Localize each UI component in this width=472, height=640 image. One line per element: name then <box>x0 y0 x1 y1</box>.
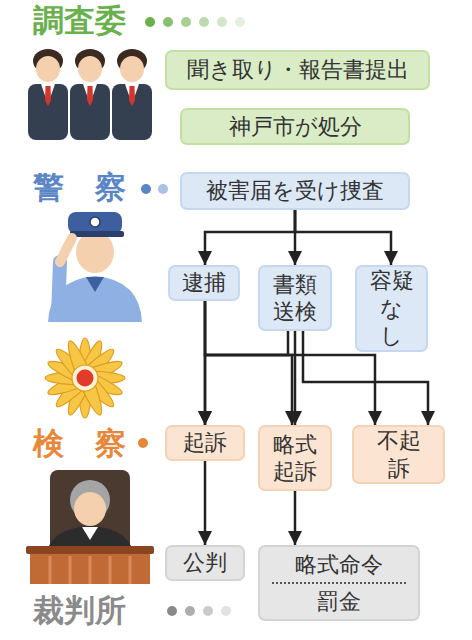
bench <box>30 552 150 584</box>
section-label: 調査委 <box>33 3 126 37</box>
bench-stripe <box>69 556 72 584</box>
arm <box>58 262 60 315</box>
flow-arrow <box>295 210 391 265</box>
suit <box>112 84 152 140</box>
emblem-center <box>77 370 94 387</box>
tie <box>45 86 51 106</box>
box-text: 不起訴 <box>366 427 431 482</box>
dot <box>167 606 177 616</box>
police-officer <box>48 212 142 322</box>
dot <box>138 438 148 448</box>
suit <box>28 84 68 140</box>
dot <box>163 17 173 27</box>
dot <box>145 17 155 27</box>
dot <box>235 17 245 27</box>
box-text: 容疑なし <box>369 267 414 350</box>
process-box: 略式起訴 <box>258 425 332 491</box>
judge <box>26 470 154 584</box>
box-text: 起訴 <box>183 429 227 457</box>
tie <box>129 86 135 106</box>
tie <box>87 86 93 106</box>
face <box>76 231 114 273</box>
emblem-ring <box>72 365 98 391</box>
prosecution-emblem <box>45 338 125 418</box>
dot <box>185 606 195 616</box>
process-box: 神戸市が処分 <box>180 108 410 145</box>
dot <box>199 17 209 27</box>
bench-stripe <box>129 556 132 584</box>
hand <box>60 238 72 262</box>
dot <box>203 606 213 616</box>
section-label: 検 察 <box>33 426 126 460</box>
dot <box>158 184 168 194</box>
process-box: 逮捕 <box>168 265 240 301</box>
flow-arrow <box>205 210 295 265</box>
process-box: 不起訴 <box>352 425 445 484</box>
face <box>74 492 106 526</box>
collar <box>82 527 98 540</box>
process-box: 書類送検 <box>258 265 332 331</box>
petal <box>63 338 107 417</box>
bench-stripe <box>49 556 52 584</box>
flow-arrow <box>205 331 288 425</box>
face <box>120 56 144 82</box>
process-box: 被害届を受け捜査 <box>180 172 410 210</box>
committee-members <box>28 49 152 140</box>
collar <box>86 277 104 292</box>
box-text: 聞き取り・報告書提出 <box>187 56 409 84</box>
flow-arrow <box>294 331 297 425</box>
section-dots <box>138 17 245 616</box>
face <box>78 56 102 82</box>
flow-arrow <box>204 461 207 545</box>
box-text: 略式起訴 <box>272 431 318 486</box>
section-label: 警 察 <box>33 170 126 204</box>
box-text: 被害届を受け捜査 <box>206 177 384 205</box>
cap-visor <box>70 231 124 237</box>
box-text: 神戸市が処分 <box>229 113 362 141</box>
dot <box>217 17 227 27</box>
dot <box>181 17 191 27</box>
process-box: 聞き取り・報告書提出 <box>165 50 430 90</box>
petal <box>52 345 118 411</box>
box-text: 公判 <box>183 549 227 577</box>
dot <box>221 606 231 616</box>
cap <box>68 212 122 234</box>
process-box: 略式命令罰金 <box>258 545 420 621</box>
process-box: 公判 <box>165 545 245 581</box>
bench-stripe <box>89 556 92 584</box>
box-text: 逮捕 <box>182 269 226 297</box>
bench-top <box>26 546 154 554</box>
bench-stripe <box>109 556 112 584</box>
section-label: 裁判所 <box>33 593 126 627</box>
process-box: 容疑なし <box>355 265 428 352</box>
process-box: 起訴 <box>165 425 245 461</box>
flow-arrow <box>294 491 297 545</box>
box-text: 略式命令 <box>272 551 406 585</box>
face <box>36 56 60 82</box>
dot <box>141 184 151 194</box>
cap-badge <box>90 217 100 227</box>
box-text: 罰金 <box>317 588 361 616</box>
suit <box>70 84 110 140</box>
box-text: 書類送検 <box>272 271 318 326</box>
